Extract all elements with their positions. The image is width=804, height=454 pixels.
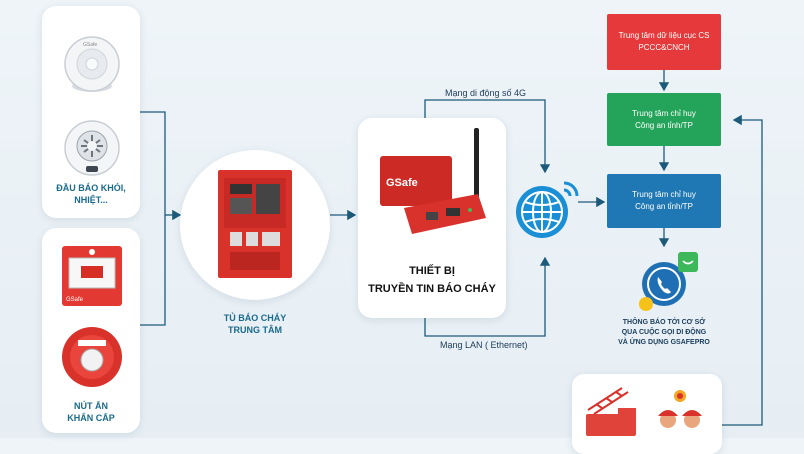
fire-panel-circle bbox=[180, 150, 330, 300]
lan-network-label: Mạng LAN ( Ethernet) bbox=[440, 340, 528, 350]
transmitter-title: THIẾT BỊ TRUYỀN TIN BÁO CHÁY bbox=[368, 265, 496, 295]
fire-alarm-panel-icon bbox=[218, 170, 292, 278]
fire-truck-firefighters-icon bbox=[586, 387, 702, 436]
heat-detector-icon bbox=[64, 120, 120, 176]
call-point-brand-text: GSafe bbox=[66, 297, 84, 303]
call-points-card: GSafe NÚT ẤN KHẨN CẤP bbox=[42, 228, 140, 433]
smoke-detector-icon: GSafe bbox=[64, 36, 120, 92]
transmitter-brand-text: GSafe bbox=[386, 177, 418, 189]
phone-call-icon bbox=[639, 252, 698, 311]
globe-internet-icon bbox=[516, 181, 579, 238]
mobile-network-label: Mạng di động số 4G bbox=[445, 88, 527, 98]
data-center-box: Trung tâm dữ liệu cục CS PCCC&CNCH bbox=[607, 14, 721, 70]
fire-brigade-card bbox=[572, 374, 722, 454]
line-4g bbox=[424, 99, 551, 174]
transmitter-card: GSafe THIẾT BỊ TRUYỀN TIN BÁO CHÁY bbox=[358, 118, 506, 318]
left-bracket-line bbox=[140, 111, 166, 326]
call-points-caption: NÚT ẤN KHẨN CẤP bbox=[67, 401, 115, 423]
detector-brand-text: GSafe bbox=[83, 42, 97, 48]
transmitter-device-icon: GSafe bbox=[380, 128, 486, 234]
detectors-caption: ĐẦU BÁO KHÓI, NHIỆT... bbox=[56, 183, 126, 205]
connector-lines bbox=[140, 70, 763, 426]
panel-caption: TỦ BÁO CHÁY TRUNG TÂM bbox=[223, 313, 287, 335]
command-center-box-1: Trung tâm chỉ huy Công an tỉnh/TP bbox=[607, 93, 721, 146]
feedback-line bbox=[722, 114, 763, 426]
command-center-box-2: Trung tâm chỉ huy Công an tỉnh/TP bbox=[607, 174, 721, 228]
detectors-card: GSafe ĐẦU BÁO KHÓI, NHIỆT... bbox=[42, 6, 140, 218]
emergency-button-icon bbox=[62, 327, 122, 387]
notification-caption: THÔNG BÁO TỚI CƠ SỞ QUA CUỘC GỌI DI ĐỘNG… bbox=[618, 319, 710, 346]
line-lan bbox=[424, 256, 551, 337]
wifi-signal-icon bbox=[563, 181, 579, 197]
manual-call-point-icon: GSafe bbox=[62, 246, 122, 306]
